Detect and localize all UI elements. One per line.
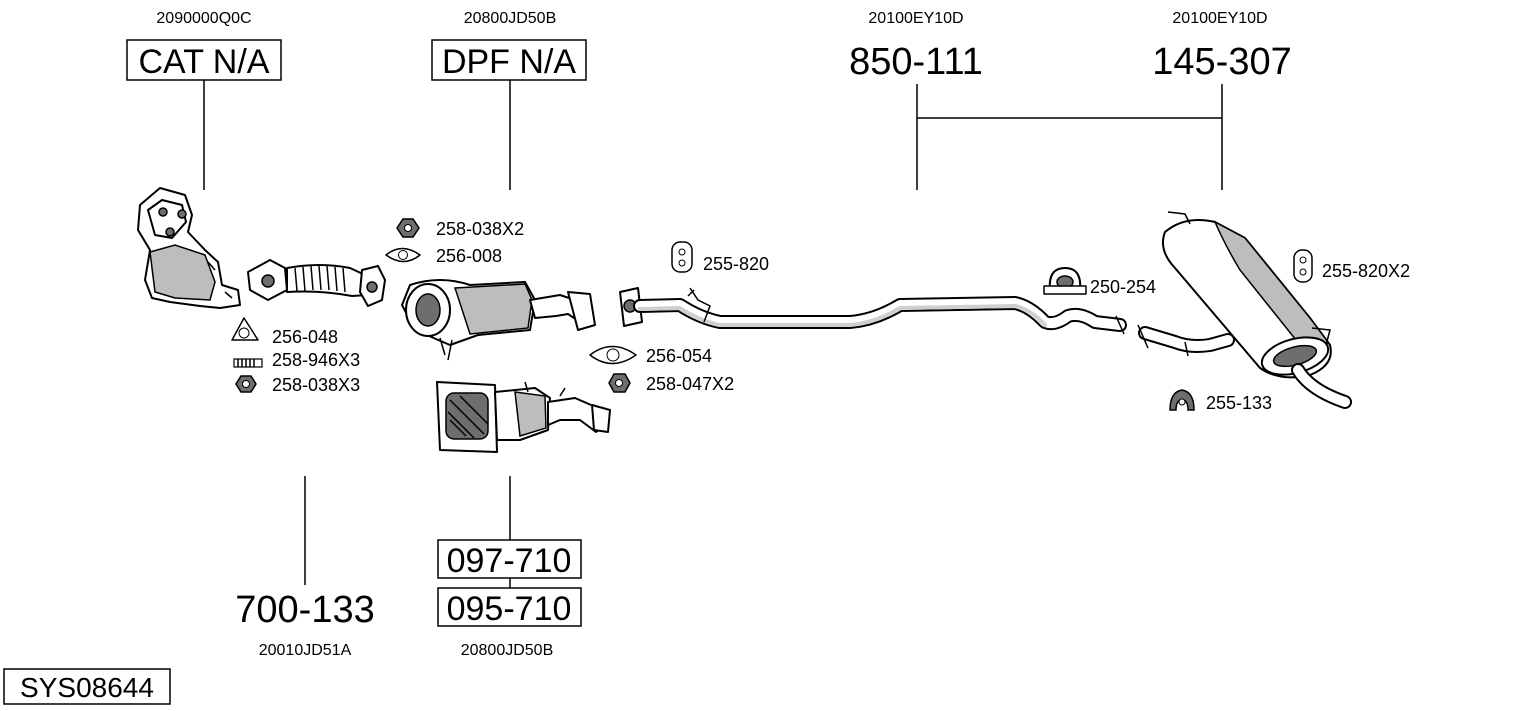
rubber-mount-icon[interactable] — [1169, 389, 1195, 411]
dpf-main[interactable] — [401, 279, 596, 361]
gasket-icon[interactable] — [589, 345, 637, 365]
rubber-hanger-icon[interactable] — [671, 241, 693, 273]
accessory-label-bolt: 258-946X3 — [272, 350, 360, 370]
dpf-alt-code-box-a[interactable]: 097-710 — [437, 539, 582, 580]
dpf-alt-code-b: 095-710 — [447, 590, 572, 628]
catalytic-converter[interactable] — [137, 187, 241, 309]
accessory-label-nut-c: 258-047X2 — [646, 374, 734, 394]
rubber-hanger-icon[interactable] — [1293, 249, 1313, 283]
accessory-label-mount: 255-133 — [1206, 393, 1272, 413]
dpf-code-box[interactable]: DPF N/A — [431, 39, 587, 81]
middle-code[interactable]: 850-111 — [849, 41, 983, 83]
dpf-oem-number: 20800JD50B — [464, 10, 557, 27]
accessory-label-gasket-a: 256-008 — [436, 246, 502, 266]
cat-code-box[interactable]: CAT N/A — [126, 39, 282, 81]
accessory-label-nut-b: 258-038X3 — [272, 375, 360, 395]
dpf-alt-code-a: 097-710 — [447, 542, 572, 580]
dpf-alt-oem-number: 20800JD50B — [461, 642, 554, 659]
flex-front-pipe[interactable] — [247, 259, 386, 307]
bolt-icon[interactable] — [233, 358, 263, 368]
middle-oem-number: 20100EY10D — [868, 10, 963, 27]
cat-oem-number: 2090000Q0C — [156, 10, 251, 27]
front-pipe-oem-number: 20010JD51A — [259, 642, 352, 659]
accessory-label-hanger-b: 255-820X2 — [1322, 261, 1410, 281]
rear-silencer[interactable] — [1137, 211, 1352, 409]
dpf-alternative[interactable] — [436, 381, 611, 453]
gasket-icon[interactable] — [385, 247, 421, 263]
accessory-label-gasket-b: 256-048 — [272, 327, 338, 347]
accessory-label-gasket-c: 256-054 — [646, 346, 712, 366]
rear-code[interactable]: 145-307 — [1152, 41, 1291, 83]
accessory-label-clamp: 250-254 — [1090, 277, 1156, 297]
accessory-label-nut-a: 258-038X2 — [436, 219, 524, 239]
front-pipe-code[interactable]: 700-133 — [235, 589, 374, 631]
nut-icon[interactable] — [608, 373, 631, 393]
cat-code: CAT N/A — [139, 43, 270, 81]
pipe-clamp-icon[interactable] — [1043, 267, 1087, 295]
nut-icon[interactable] — [235, 375, 257, 393]
nut-icon[interactable] — [396, 218, 420, 238]
accessory-label-hanger-a: 255-820 — [703, 254, 769, 274]
dpf-alt-code-box-b[interactable]: 095-710 — [437, 587, 582, 628]
dpf-code: DPF N/A — [442, 43, 576, 81]
gasket-icon[interactable] — [231, 317, 259, 341]
middle-pipe[interactable] — [619, 287, 1127, 335]
system-code: SYS08644 — [20, 672, 154, 703]
system-code-box: SYS08644 — [3, 668, 171, 705]
rear-oem-number: 20100EY10D — [1172, 10, 1267, 27]
